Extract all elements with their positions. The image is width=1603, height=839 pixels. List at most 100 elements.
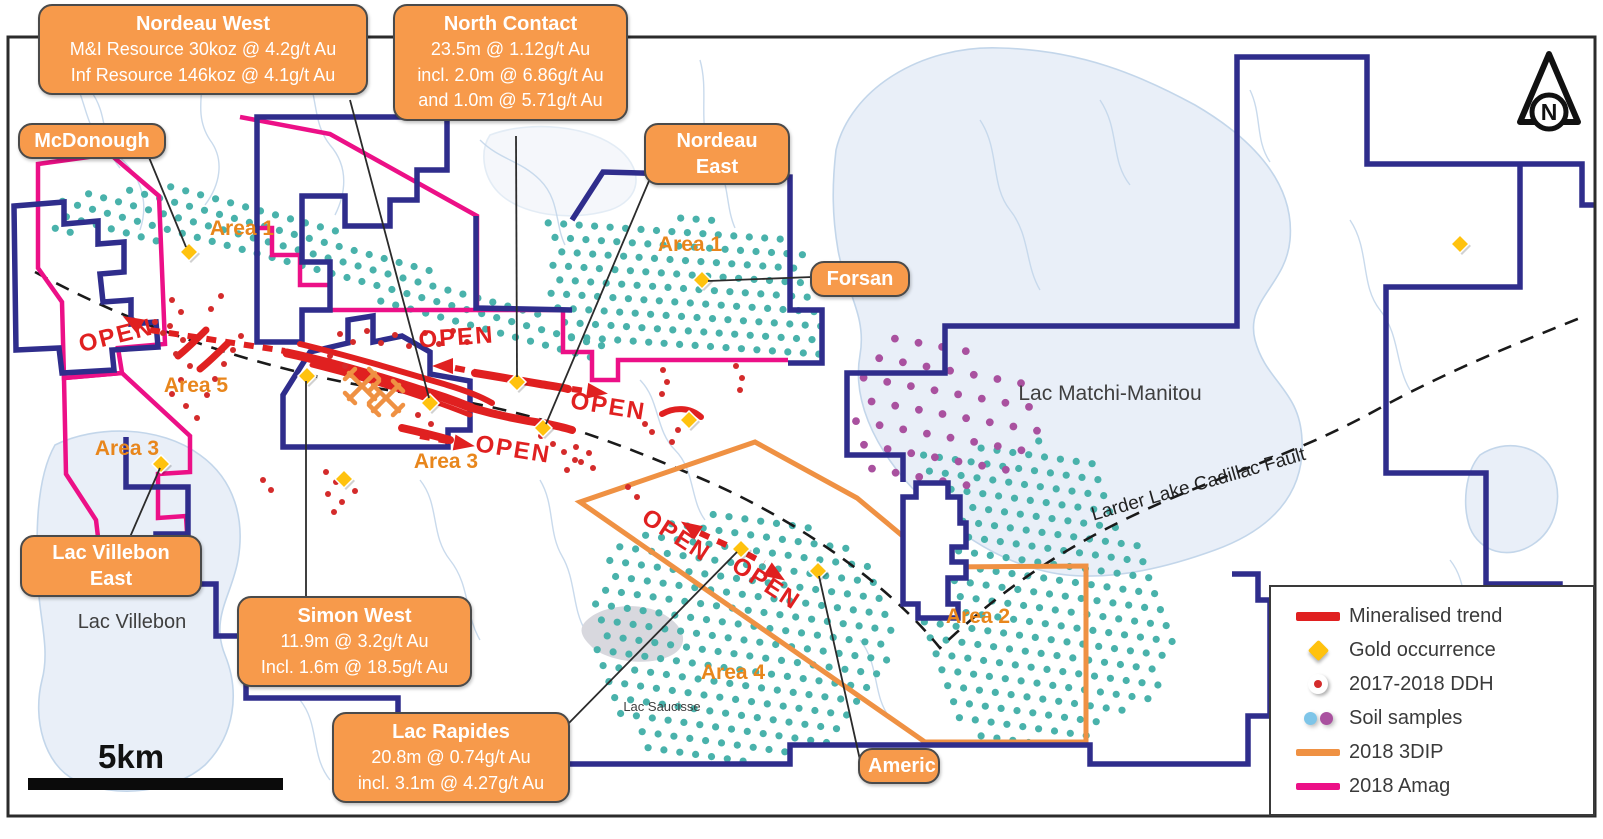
soil-sample-dot (990, 643, 998, 651)
soil-sample-dot (722, 344, 730, 352)
ddh-dot (660, 367, 666, 373)
soil-sample-dot (227, 199, 235, 207)
amag-outline (477, 307, 788, 383)
gold-occurrence-marker (150, 453, 172, 475)
soil-sample-dot (1014, 585, 1022, 594)
soil-sample-dot (715, 526, 723, 535)
mineralised-trend-dashed (149, 327, 286, 354)
soil-sample-dot (607, 321, 615, 330)
soil-sample-dot (643, 577, 651, 585)
lake-label: Lac Villebon (78, 611, 187, 633)
soil-sample-dot (948, 652, 956, 660)
soil-sample-dot (995, 659, 1004, 667)
ddh-dot (561, 449, 567, 455)
soil-sample-dot (1045, 711, 1053, 719)
soil-sample-dot (369, 266, 377, 274)
soil-sample-dot (746, 331, 754, 339)
soil-sample-dot (589, 250, 597, 258)
soil-sample-dot (339, 258, 347, 266)
ddh-dot (337, 331, 343, 337)
soil-sample-dot (692, 750, 700, 759)
soil-sample-dot (964, 654, 972, 662)
soil-sample-dot (843, 711, 851, 719)
legend-label: 2017-2018 DDH (1349, 672, 1494, 695)
mineralised-trend-dashed (745, 551, 766, 566)
soil-sample-dot (738, 590, 746, 598)
soil-sample-dot (611, 694, 619, 702)
soil-sample-dot (129, 202, 138, 210)
soil-sample-dot (841, 665, 849, 673)
soil-sample-dot (1075, 670, 1083, 678)
callout-title: Nordeau West (135, 13, 271, 35)
soil-sample-dot (980, 656, 988, 665)
soil-sample-dot (875, 354, 884, 363)
ddh-dot (625, 484, 631, 490)
soil-sample-dot (642, 698, 651, 706)
soil-sample-dot (709, 510, 717, 519)
ddh-dot (352, 488, 358, 494)
soil-sample-dot (1101, 537, 1109, 545)
soil-sample-dot (736, 666, 744, 674)
soil-sample-dot (941, 469, 949, 477)
soil-sample-dot (915, 405, 923, 414)
soil-sample-dot (782, 627, 790, 635)
soil-sample-dot (1068, 487, 1076, 495)
soil-sample-dot (667, 641, 675, 649)
soil-sample-dot (549, 261, 557, 269)
soil-sample-dot (957, 471, 965, 480)
soil-sample-dot (679, 284, 688, 293)
callout-leader-line (349, 99, 430, 399)
soil-sample-dot (1009, 448, 1017, 457)
soil-sample-dot (873, 670, 881, 678)
soil-sample-dot (980, 535, 989, 544)
soil-sample-dot (992, 567, 1000, 576)
soil-sample-dot (563, 290, 571, 298)
soil-sample-dot (938, 666, 946, 674)
soil-sample-dot (691, 341, 699, 349)
callout-leader-line (515, 135, 518, 378)
soil-sample-dot (978, 611, 986, 619)
callout-title: Lac Villebon East (52, 542, 170, 590)
soil-sample-dot (523, 322, 531, 330)
soil-sample-dot (852, 417, 860, 425)
soil-sample-dot (723, 755, 731, 763)
soil-sample-dot (1084, 489, 1092, 497)
trend-legend-icon (1287, 611, 1349, 621)
mineralised-trend (309, 362, 473, 418)
soil-sample-dot (1099, 613, 1107, 621)
soil-sample-dot (804, 524, 812, 532)
soil-sample-dot (547, 289, 555, 297)
ddh-dot (669, 439, 675, 445)
soil-sample-dot (365, 250, 373, 259)
soil-sample-dot (141, 190, 149, 198)
soil-sample-dot (865, 608, 873, 616)
soil-sample-dot (985, 418, 994, 427)
ddh-dot (649, 429, 655, 435)
soil-sample-dot (969, 370, 978, 379)
soil-sample-dot (776, 235, 784, 243)
soil-sample-dot (669, 326, 677, 334)
soil-sample-dot (655, 297, 663, 305)
soil-sample-dot (1073, 624, 1081, 632)
soil-sample-dot (707, 753, 716, 761)
soil-sample-dot (764, 304, 772, 312)
soil-sample-dot (995, 492, 1003, 500)
north-arrow-circle (1529, 92, 1569, 132)
soil-sample-dot (1077, 594, 1085, 603)
callout-detail-line: Incl. 1.6m @ 18.5g/t Au (260, 656, 449, 677)
soil-sample-dot (987, 718, 995, 726)
ddh-dot (342, 363, 348, 369)
soil-sample-dot (1015, 464, 1023, 473)
soil-sample-dot (1093, 597, 1101, 605)
soil-sample-dot (743, 261, 751, 269)
soil-sample-dot (1131, 617, 1139, 625)
soil-sample-dot (843, 590, 852, 598)
mineralised-trend (196, 339, 232, 373)
ddh-dot (152, 319, 158, 325)
threedip-legend-icon (1287, 749, 1349, 757)
mineralised-trend-dashed (698, 530, 735, 551)
soil-sample-dot (984, 627, 992, 635)
soil-sample-dot (956, 593, 964, 601)
soil-sample-dot (335, 242, 343, 251)
